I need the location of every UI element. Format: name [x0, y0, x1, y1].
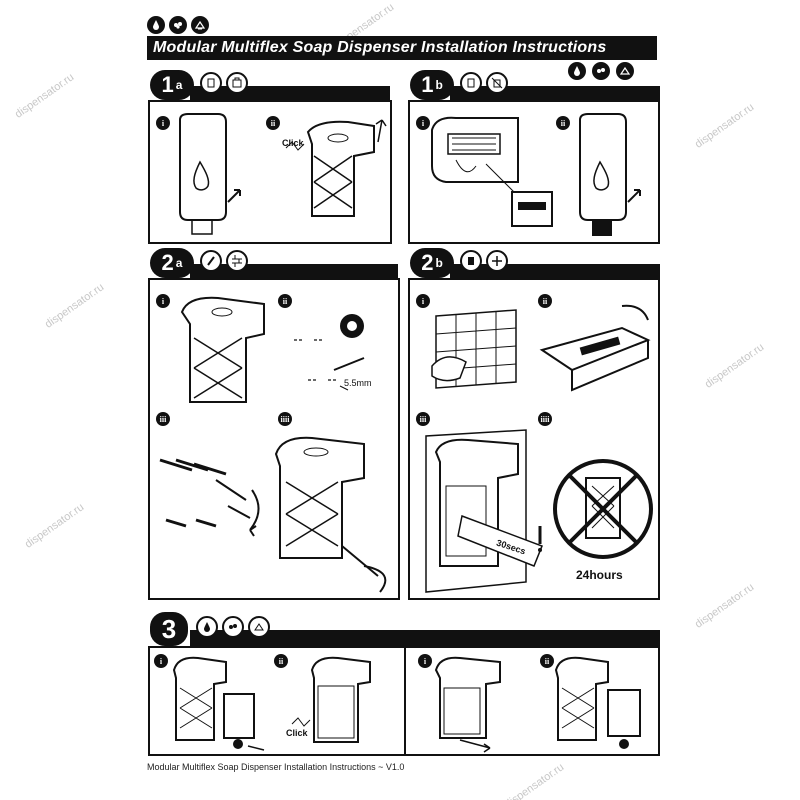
watermark-text: dispensator.ru: [22, 501, 87, 551]
step-1a-panel: i ii Click: [148, 100, 392, 244]
spray-icon: [616, 62, 634, 80]
step-letter: b: [435, 78, 443, 92]
watermark-text: dispensator.ru: [502, 761, 567, 800]
sub-number-ii: ii: [540, 654, 554, 668]
sub-number-iiii: iiii: [278, 412, 292, 426]
sub-number-i: i: [416, 294, 430, 308]
watermark-text: dispensator.ru: [692, 101, 757, 151]
cartridge-replace-illustration: [554, 656, 641, 749]
dispenser-illustration: [179, 113, 241, 235]
soap-drop-icon: [147, 16, 165, 34]
sub-number-i: i: [156, 116, 170, 130]
dispenser-mounting-illustration: [274, 436, 387, 593]
page-title: Modular Multiflex Soap Dispenser Install…: [147, 36, 657, 60]
refill-icon: [460, 72, 482, 94]
spray-icon: [248, 616, 270, 638]
step-number: 2: [421, 250, 434, 275]
dispenser-illustration: [579, 113, 641, 236]
title-icons: [568, 62, 634, 80]
spray-icon: [191, 16, 209, 34]
sub-number-ii: ii: [556, 116, 570, 130]
step-2a-panel: i ii iii iiii 5.5mm: [148, 278, 400, 600]
sub-number-i: i: [416, 116, 430, 130]
step-badge-3: 3: [150, 612, 188, 646]
watermark-text: dispensator.ru: [692, 581, 757, 631]
watermark-text: dispensator.ru: [12, 71, 77, 121]
click-label: Click: [286, 728, 308, 738]
adhesive-pad-illustration: [539, 304, 651, 392]
press-dispenser-illustration: [425, 429, 543, 593]
step-3-header: 3: [150, 612, 660, 648]
cover-close-illustration: [291, 656, 371, 743]
sub-number-iii: iii: [416, 412, 430, 426]
header-icons: [147, 16, 237, 38]
tile-cleaning-illustration: [431, 309, 517, 389]
panel-divider: [404, 648, 406, 754]
foam-icon: [592, 62, 610, 80]
step-number: 1: [421, 72, 434, 97]
dispenser-back-illustration: [180, 296, 265, 403]
step-number: 3: [161, 613, 177, 644]
refill-icon: [200, 72, 222, 94]
sub-number-ii: ii: [538, 294, 552, 308]
sub-number-i: i: [418, 654, 432, 668]
dispenser-open-illustration: [285, 119, 387, 217]
drill-size-label: 5.5mm: [344, 378, 372, 388]
step-letter: b: [435, 256, 443, 270]
step-number: 1: [161, 72, 174, 97]
footer-text: Modular Multiflex Soap Dispenser Install…: [147, 762, 405, 772]
step-letter: a: [175, 256, 183, 270]
sub-number-iiii: iiii: [538, 412, 552, 426]
watermark-text: dispensator.ru: [42, 281, 107, 331]
cartridge-icon: [226, 72, 248, 94]
sub-number-ii: ii: [266, 116, 280, 130]
sub-number-iii: iii: [156, 412, 170, 426]
no-use-sign: [553, 459, 653, 559]
step-1b-panel: i ii: [408, 100, 660, 244]
watermark-text: dispensator.ru: [702, 341, 767, 391]
wall-plugs-diagram: [159, 458, 260, 537]
cartridge-remove-illustration: [434, 656, 501, 753]
sub-number-i: i: [154, 654, 168, 668]
dispenser-interior-illustration: [431, 116, 553, 227]
step-2b-panel: i ii iii iiii 30secs 24hours: [408, 278, 660, 600]
no-cartridge-icon: [486, 72, 508, 94]
foam-icon: [169, 16, 187, 34]
screwdriver-icon: [200, 250, 222, 272]
adhesive-icon: [460, 250, 482, 272]
tile-wall-icon: [486, 250, 508, 272]
wait-time-label: 24hours: [576, 568, 623, 582]
sub-number-i: i: [156, 294, 170, 308]
click-label: Click: [282, 138, 304, 148]
soap-drop-icon: [568, 62, 586, 80]
section-bar: [190, 630, 660, 648]
sub-number-ii: ii: [278, 294, 292, 308]
brick-wall-icon: [226, 250, 248, 272]
soap-drop-icon: [196, 616, 218, 638]
sub-number-ii: ii: [274, 654, 288, 668]
step-letter: a: [175, 78, 183, 92]
drill-diagram: [294, 314, 365, 391]
foam-icon: [222, 616, 244, 638]
cartridge-insert-illustration: [172, 656, 265, 751]
step-number: 2: [161, 250, 174, 275]
step-3-panel: i ii i ii Click: [148, 646, 660, 756]
